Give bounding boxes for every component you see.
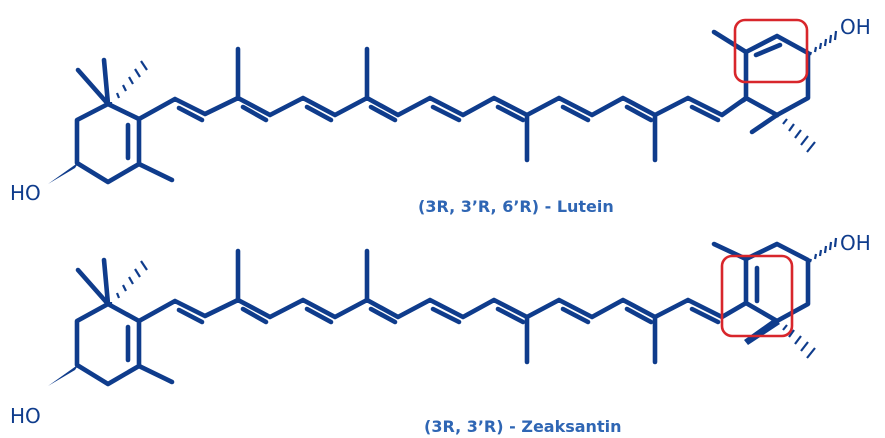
lutein-left-hydroxyl-label: HO (10, 181, 41, 205)
lutein-double-bond-highlight (733, 18, 809, 84)
zeaxanthin-double-bond-highlight (720, 254, 794, 338)
lutein-right-ring (711, 29, 811, 135)
lutein-left-ring (48, 57, 175, 185)
lutein-left-methyl-hash (109, 60, 148, 105)
zeaxanthin-oh-hash (808, 237, 838, 263)
lutein-polyene-chain (136, 46, 749, 163)
lutein-structure: HO OH (3R, 3’R, 6’R) - Lutein (10, 15, 871, 216)
zeaxanthin-caption: (3R, 3’R) - Zeaksantin (424, 417, 621, 436)
lutein-right-methyl-hash (776, 113, 816, 153)
zeaxanthin-left-ring (48, 257, 175, 387)
zeaxanthin-right-hydroxyl-label: OH (840, 231, 871, 255)
zeaxanthin-left-methyl-hash (109, 260, 148, 305)
lutein-oh-hash (808, 30, 838, 56)
zeaxanthin-right-methyl-hash (776, 319, 816, 359)
zeaxanthin-left-hydroxyl-label: HO (10, 404, 41, 428)
zeaxanthin-right-ring (711, 241, 811, 345)
zeaxanthin-polyene-chain (136, 248, 749, 365)
zeaxanthin-structure: HO OH (3R, 3’R) - Zeaksantin (10, 231, 871, 436)
lutein-right-hydroxyl-label: OH (840, 15, 871, 39)
lutein-caption: (3R, 3’R, 6’R) - Lutein (418, 197, 614, 216)
